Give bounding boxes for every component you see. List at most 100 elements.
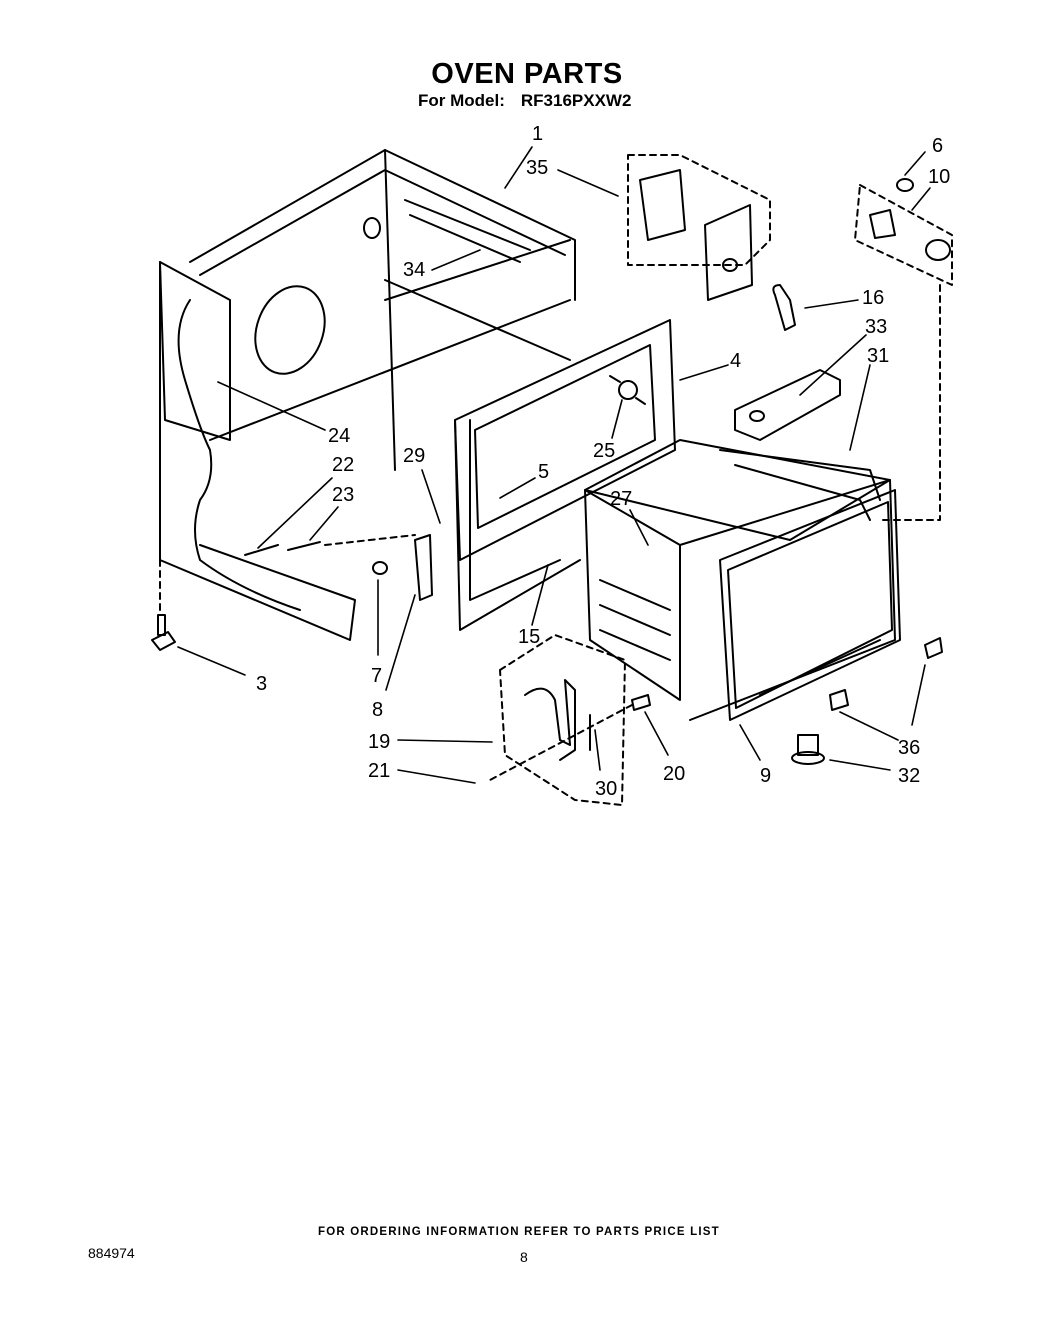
model-number: RF316PXXW2	[520, 91, 632, 110]
front-frame-bottom	[454, 419, 581, 631]
leader-35	[557, 169, 619, 197]
fan-hole	[363, 217, 381, 239]
plate-part	[704, 204, 753, 301]
leader-36b	[911, 664, 926, 726]
leader-36a	[839, 711, 899, 741]
callout-23: 23	[332, 484, 354, 506]
callout-29: 29	[403, 445, 425, 467]
leader-23	[309, 506, 339, 541]
latch-part	[524, 679, 576, 761]
lamp-lens	[925, 239, 951, 261]
lamp-socket	[869, 209, 896, 239]
nut-7	[372, 561, 388, 575]
callout-1: 1	[532, 123, 543, 145]
leader-15	[531, 564, 549, 626]
page-title: OVEN PARTS	[431, 58, 623, 90]
inset-box-10	[854, 178, 953, 286]
front-frame	[454, 319, 676, 631]
callout-31: 31	[867, 345, 889, 367]
callout-9: 9	[760, 765, 771, 787]
clip-36	[829, 637, 943, 711]
callout-35: 35	[526, 157, 548, 179]
leader-27	[629, 509, 649, 546]
chassis-rail-2	[404, 199, 531, 263]
callout-24: 24	[328, 425, 350, 447]
wiring-harness	[177, 299, 301, 611]
cavity-foot	[791, 734, 825, 765]
callout-5: 5	[538, 461, 549, 483]
chassis-top-rail	[189, 149, 576, 301]
callout-4: 4	[730, 350, 741, 372]
bracket-part	[639, 169, 686, 241]
hose-part	[772, 284, 796, 331]
inset-box-10-border	[854, 184, 953, 286]
leader-25	[611, 399, 623, 439]
callout-16: 16	[862, 287, 884, 309]
page-number: 8	[520, 1249, 528, 1265]
screw-20-line	[489, 704, 633, 781]
spring-23	[287, 541, 321, 551]
inset-box-35	[627, 154, 771, 301]
model-line: For Model: RF316PXXW2	[418, 91, 631, 111]
front-frame-inner	[474, 344, 656, 529]
leader-16	[804, 299, 859, 309]
model-label: For Model:	[418, 91, 505, 110]
leader-31	[849, 364, 871, 451]
inset-box-19	[499, 634, 626, 806]
leader-21	[397, 769, 476, 784]
document-number: 884974	[88, 1245, 135, 1261]
callout-3: 3	[256, 673, 267, 695]
oven-cavity	[584, 284, 941, 721]
callout-8: 8	[372, 699, 383, 721]
spring-dash-line	[324, 534, 416, 546]
front-frame-outer	[454, 319, 676, 561]
rack-slots	[599, 579, 881, 696]
callout-22: 22	[332, 454, 354, 476]
leader-30	[594, 729, 601, 771]
callout-6: 6	[932, 135, 943, 157]
leader-22	[257, 477, 333, 549]
bracket-8	[414, 534, 433, 601]
vent-cover	[734, 369, 841, 441]
callout-27: 27	[610, 488, 632, 510]
spring-22	[244, 544, 279, 556]
inset-box-19-border	[499, 634, 626, 806]
chassis-left-panel	[159, 261, 231, 441]
chassis-rail-1	[384, 239, 571, 361]
leader-5	[499, 477, 536, 499]
leader-1	[504, 146, 533, 189]
callout-15: 15	[518, 626, 540, 648]
callout-7: 7	[371, 665, 382, 687]
sensor-part	[609, 375, 646, 405]
callout-19: 19	[368, 731, 390, 753]
leader-6	[904, 151, 926, 176]
leader-19	[397, 739, 493, 743]
leader-33	[799, 334, 867, 396]
leveling-foot	[151, 614, 176, 651]
callout-36: 36	[898, 737, 920, 759]
broil-element	[719, 449, 881, 521]
leader-32	[829, 759, 891, 771]
leader-lines	[177, 146, 931, 784]
callout-25: 25	[593, 440, 615, 462]
cavity-front	[584, 489, 681, 701]
screw-20	[631, 694, 651, 711]
fan-disc	[254, 285, 326, 375]
oven-chassis	[159, 149, 576, 641]
cavity-frame-ring	[719, 489, 901, 721]
leader-20	[644, 711, 669, 756]
callout-32: 32	[898, 765, 920, 787]
callout-21: 21	[368, 760, 390, 782]
right-drop-line	[879, 284, 941, 521]
leader-8	[385, 594, 416, 691]
ordering-note: FOR ORDERING INFORMATION REFER TO PARTS …	[318, 1226, 720, 1238]
vent-cover-hole	[749, 410, 765, 422]
leader-10	[911, 187, 931, 211]
plate-knob	[722, 258, 738, 272]
callout-10: 10	[928, 166, 950, 188]
inset-box-35-border	[627, 154, 771, 266]
callout-33: 33	[865, 316, 887, 338]
leader-4	[679, 364, 729, 381]
leader-24	[217, 381, 326, 431]
